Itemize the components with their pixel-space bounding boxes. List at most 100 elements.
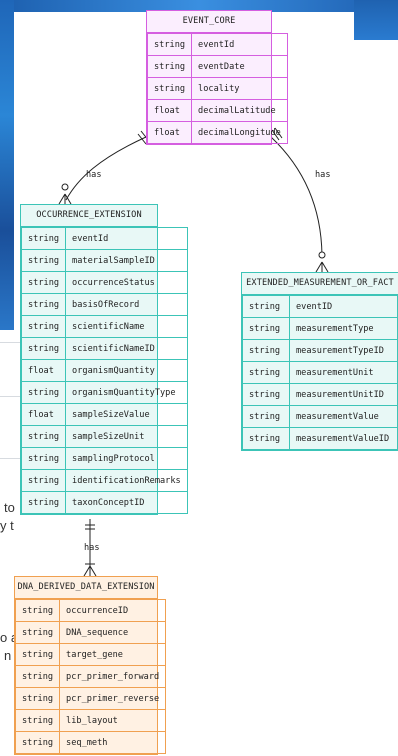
- attribute-name: target_gene: [59, 643, 167, 666]
- connector-event-occurrence: [65, 136, 147, 201]
- attribute-type: string: [146, 33, 193, 56]
- attribute-name: measurementTypeID: [289, 339, 398, 362]
- attribute-name: identificationRemarks: [65, 469, 188, 492]
- attribute-type: string: [242, 361, 290, 384]
- attribute-name: measurementUnit: [289, 361, 398, 384]
- attribute-type: string: [242, 339, 290, 362]
- attribute-name: decimalLatitude: [191, 99, 288, 122]
- attribute-name: sampleSizeValue: [65, 403, 188, 426]
- relationship-label: has: [84, 543, 100, 553]
- attribute-type: string: [14, 731, 61, 754]
- attribute-type: string: [14, 599, 61, 622]
- attribute-type: string: [20, 227, 67, 250]
- entity-title: OCCURRENCE_EXTENSION: [21, 205, 157, 227]
- crows-foot: [64, 193, 72, 205]
- attribute-name: eventId: [65, 227, 188, 250]
- attribute-type: string: [242, 405, 290, 428]
- attribute-name: occurrenceStatus: [65, 271, 188, 294]
- background-text-fragment: to: [4, 500, 15, 515]
- attribute-name: organismQuantityType: [65, 381, 188, 404]
- attribute-type: string: [242, 383, 290, 406]
- attribute-name: locality: [191, 77, 288, 100]
- attribute-type: string: [146, 55, 193, 78]
- attribute-type: float: [20, 403, 67, 426]
- attribute-type: string: [242, 427, 290, 450]
- entity-title: EVENT_CORE: [147, 11, 271, 33]
- attribute-name: measurementValueID: [289, 427, 398, 450]
- attribute-type: string: [20, 425, 67, 448]
- attribute-type: string: [14, 665, 61, 688]
- relationship-label: has: [86, 170, 102, 180]
- entity-title: DNA_DERIVED_DATA_EXTENSION: [15, 577, 157, 599]
- attribute-type: string: [20, 249, 67, 272]
- attribute-name: measurementValue: [289, 405, 398, 428]
- attribute-name: scientificNameID: [65, 337, 188, 360]
- background-text-fragment: n: [4, 648, 12, 663]
- attribute-name: pcr_primer_forward: [59, 665, 167, 688]
- attribute-name: DNA_sequence: [59, 621, 167, 644]
- attribute-type: float: [146, 121, 193, 144]
- crows-foot: [83, 565, 91, 577]
- crows-foot: [315, 261, 323, 273]
- attribute-name: scientificName: [65, 315, 188, 338]
- attribute-name: decimalLongitude: [191, 121, 288, 144]
- attribute-type: float: [20, 359, 67, 382]
- attribute-type: string: [20, 271, 67, 294]
- attribute-type: string: [20, 293, 67, 316]
- attribute-type: string: [242, 295, 290, 318]
- attribute-name: eventDate: [191, 55, 288, 78]
- attribute-name: materialSampleID: [65, 249, 188, 272]
- attribute-name: organismQuantity: [65, 359, 188, 382]
- attribute-type: string: [20, 491, 67, 514]
- attribute-name: measurementUnitID: [289, 383, 398, 406]
- optional-marker: [318, 251, 326, 259]
- attribute-type: string: [146, 77, 193, 100]
- attribute-name: basisOfRecord: [65, 293, 188, 316]
- background-banner-top: [0, 0, 398, 12]
- background-text-fragment: o a: [0, 630, 19, 645]
- mandatory-one-marker: [137, 133, 147, 145]
- attribute-name: samplingProtocol: [65, 447, 188, 470]
- crows-foot: [89, 565, 97, 577]
- attribute-type: float: [146, 99, 193, 122]
- background-text-fragment: y t: [0, 518, 14, 533]
- crows-foot: [58, 193, 66, 205]
- attribute-name: taxonConceptID: [65, 491, 188, 514]
- background-banner-right: [354, 0, 398, 40]
- attribute-type: string: [242, 317, 290, 340]
- attribute-name: eventId: [191, 33, 288, 56]
- attribute-type: string: [20, 381, 67, 404]
- attribute-type: string: [14, 621, 61, 644]
- attribute-type: string: [14, 709, 61, 732]
- background-divider: [0, 342, 20, 343]
